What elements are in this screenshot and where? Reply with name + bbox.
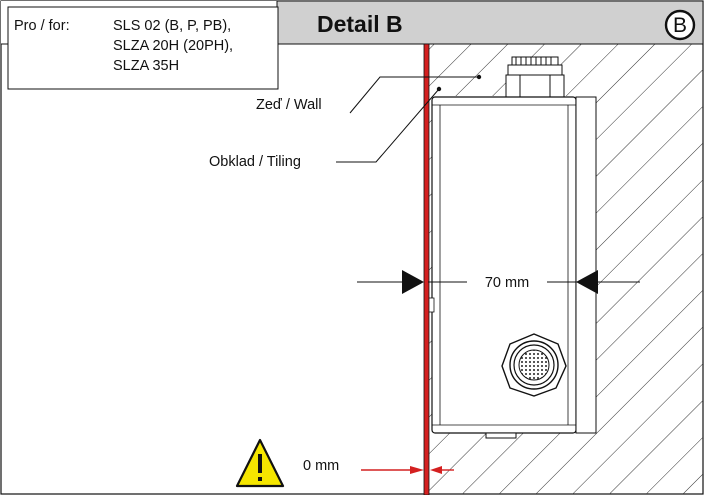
tiling-layer — [423, 43, 430, 495]
width-dimension: 70 mm — [357, 270, 640, 294]
info-line: SLZA 35H — [113, 58, 179, 74]
gap-value: 0 mm — [303, 458, 339, 474]
cable-gland-icon — [501, 333, 567, 397]
width-value: 70 mm — [485, 275, 529, 291]
detail-title: Detail B — [317, 11, 403, 37]
info-box: Pro / for: SLS 02 (B, P, PB), SLZA 20H (… — [7, 6, 279, 90]
wall-label: Zeď / Wall — [256, 97, 322, 113]
wall-leader — [349, 76, 479, 114]
badge-letter: B — [673, 14, 687, 37]
circle-b-badge-icon: B — [664, 9, 696, 41]
info-line: SLZA 20H (20PH), — [113, 38, 233, 54]
info-label: Pro / for: — [14, 18, 70, 34]
gap-dimension: 0 mm — [303, 458, 454, 474]
tiling-leader — [336, 88, 440, 163]
info-line: SLS 02 (B, P, PB), — [113, 18, 231, 34]
top-connector — [505, 56, 565, 98]
tiling-label: Obklad / Tiling — [209, 154, 301, 170]
warning-triangle-icon — [235, 438, 285, 488]
